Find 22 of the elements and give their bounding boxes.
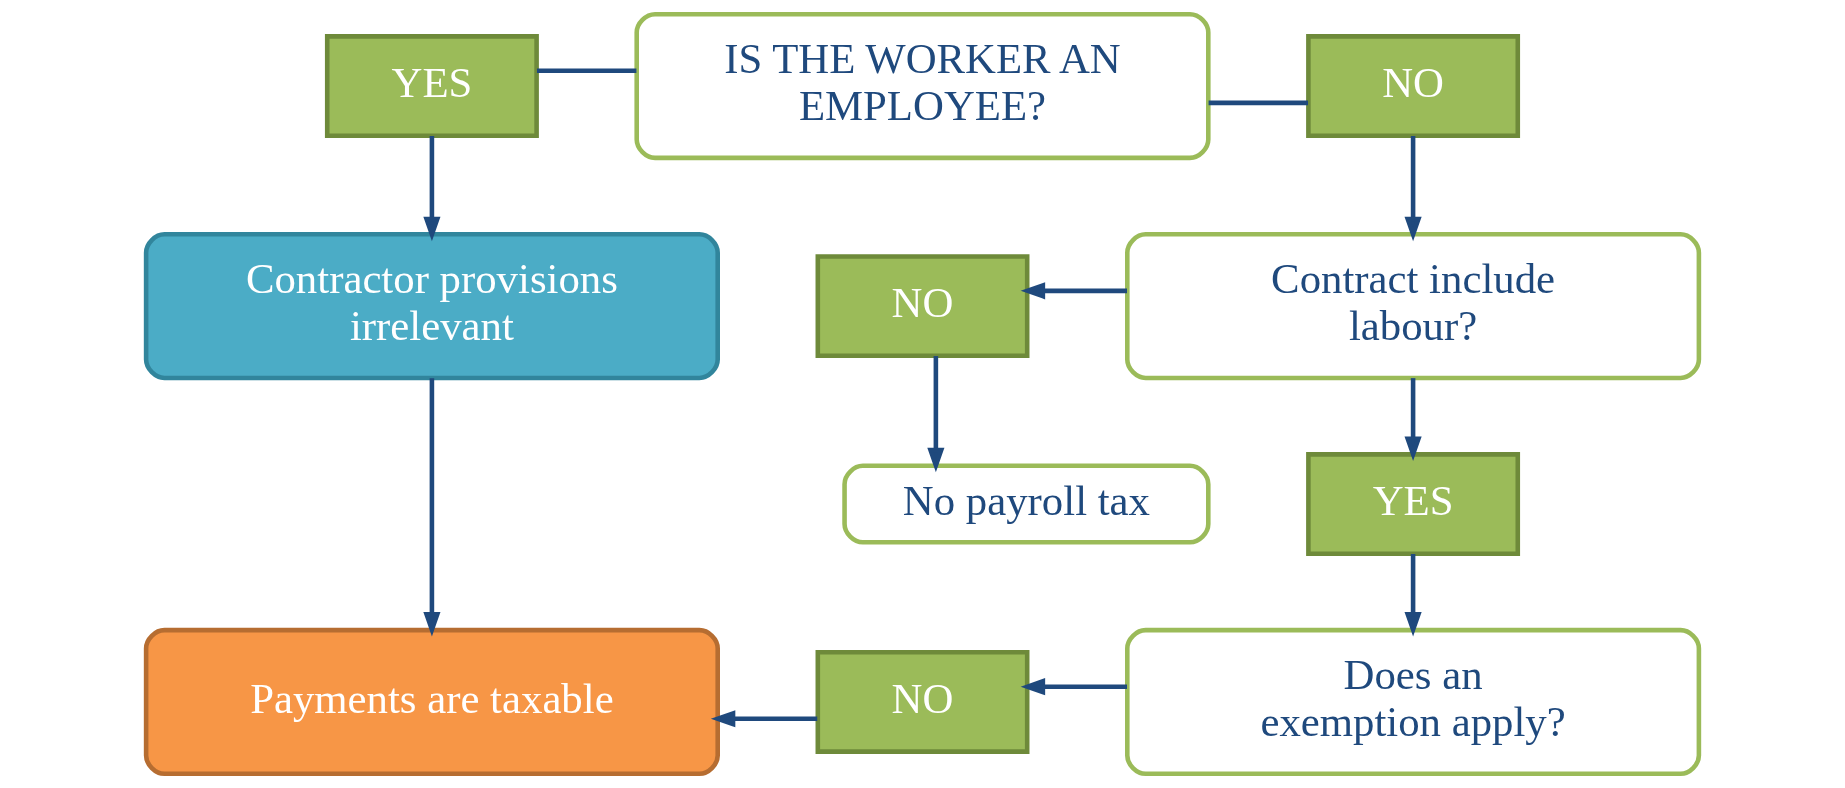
node-box: Contractor provisions irrelevant	[143, 232, 720, 381]
arrow	[1404, 378, 1422, 461]
arrow	[423, 136, 441, 242]
node-box: NO	[815, 650, 1030, 754]
arrow	[1404, 136, 1422, 242]
node-box: NO	[1306, 34, 1521, 138]
node-box: Payments are taxable	[143, 627, 720, 777]
arrow	[1404, 554, 1422, 637]
node-box: YES	[324, 34, 539, 138]
node-box: Contract include labour?	[1125, 232, 1702, 381]
node-box: NO	[815, 254, 1030, 359]
arrow	[1020, 282, 1127, 300]
node-box: No payroll tax	[842, 463, 1211, 545]
arrow	[1020, 678, 1127, 696]
connector	[1208, 100, 1308, 106]
node-box: Does an exemption apply?	[1125, 627, 1702, 777]
arrow	[927, 356, 945, 473]
node-box: IS THE WORKER AN EMPLOYEE?	[634, 11, 1211, 161]
arrow	[710, 710, 818, 728]
connector	[537, 68, 637, 74]
node-box: YES	[1306, 452, 1521, 556]
arrow	[423, 378, 441, 637]
